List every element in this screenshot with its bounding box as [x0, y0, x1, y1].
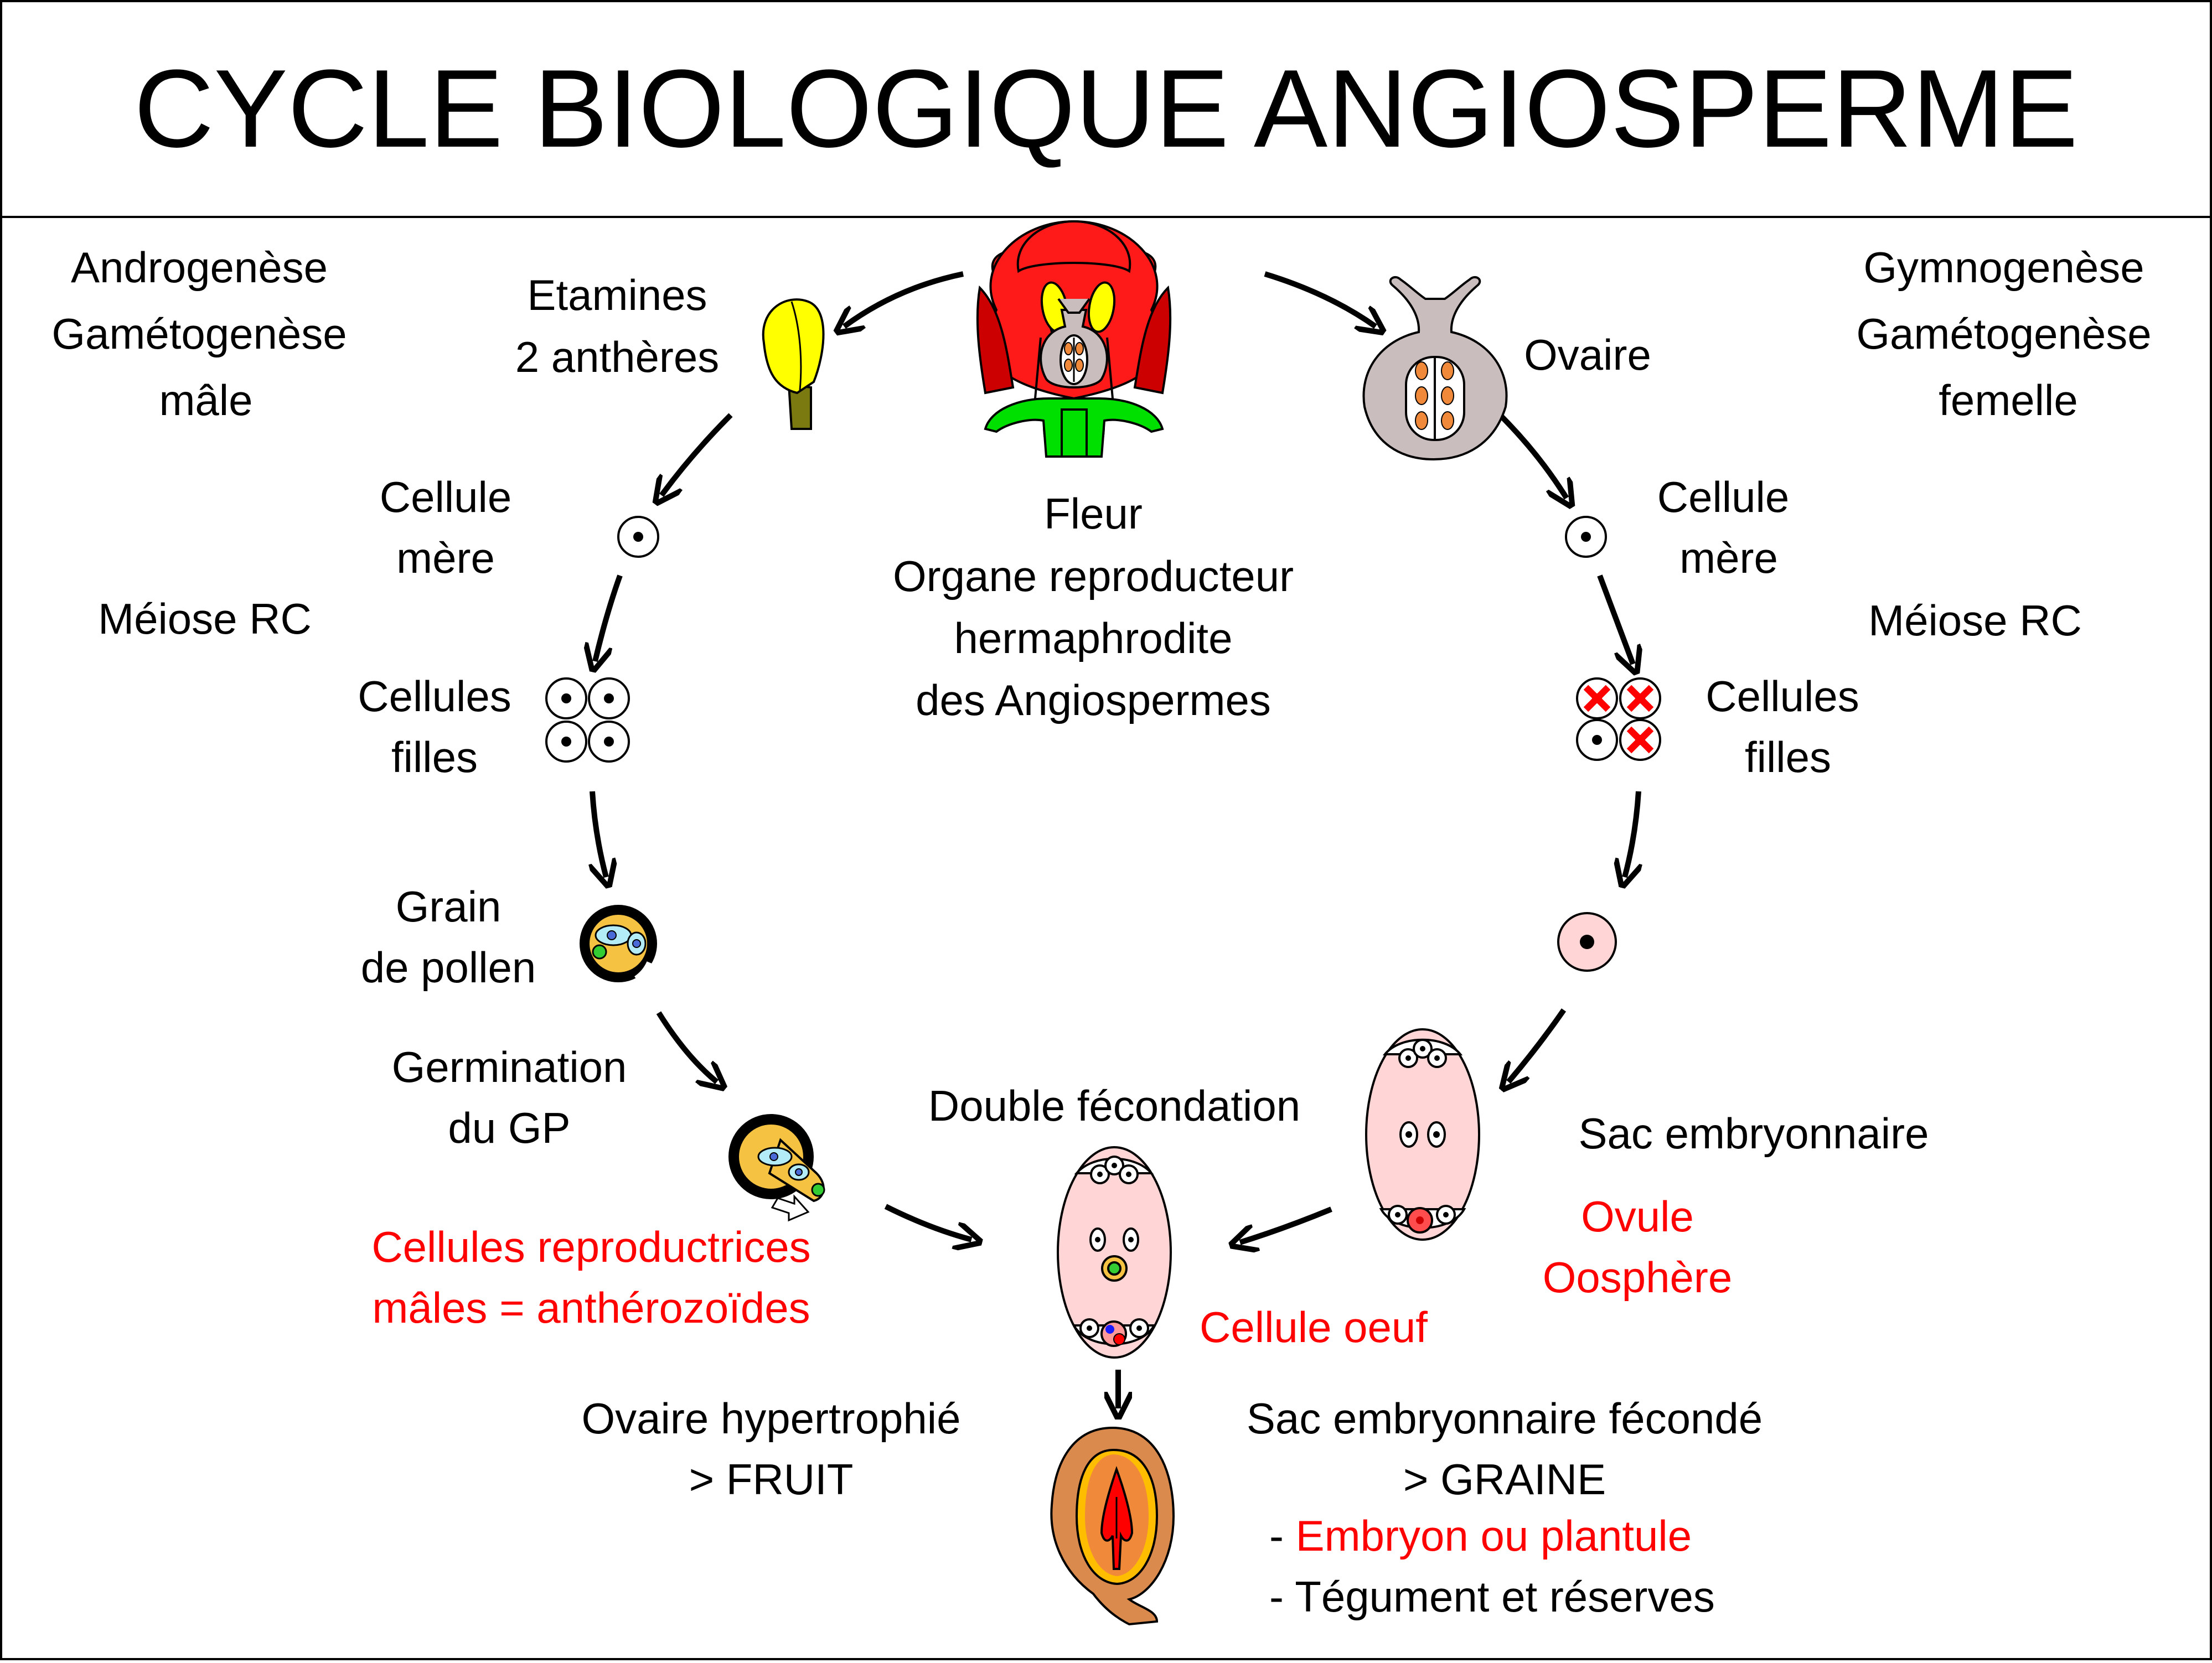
- tegument-label: - Tégument et réserves: [1269, 1572, 1715, 1621]
- stamen-illustration: [762, 298, 825, 430]
- arrow-flower-to-stamen: [844, 271, 964, 327]
- arrow-mother-to-daughters-male: [595, 574, 623, 661]
- arrow-germination-to-fecondation: [884, 1204, 971, 1240]
- grain-label-line-1: Grain: [396, 882, 502, 931]
- gametes-label-line-1: Cellules reproductrices: [371, 1222, 810, 1271]
- gametes-label-line-2: mâles = anthérozoïdes: [372, 1283, 810, 1332]
- arrow-pollen-to-germination: [656, 1011, 717, 1082]
- fruit-label-line-2: > FRUIT: [689, 1455, 854, 1504]
- arrow-flower-to-ovary: [1264, 271, 1376, 327]
- fertilized-sac: [1057, 1146, 1172, 1359]
- arrow-stamen-to-mother: [661, 413, 733, 495]
- female-meiose-label: Méiose RC: [1868, 596, 2082, 645]
- ovary-illustration: [1362, 276, 1508, 461]
- right-header: Gymnogenèse Gamétogenèse femelle: [1856, 243, 2151, 424]
- male-cellules-filles-line-2: filles: [391, 733, 478, 781]
- right-header-line-3: femelle: [1939, 376, 2077, 424]
- flower-illustration: [976, 220, 1172, 458]
- arrow-ovary-to-mother: [1498, 413, 1567, 498]
- graine-label-line-2: > GRAINE: [1403, 1455, 1606, 1504]
- pollen-grain: [576, 898, 657, 983]
- male-cellule-mere-line-1: Cellule: [380, 473, 511, 521]
- flower-label-line-3: hermaphrodite: [954, 614, 1233, 662]
- arrow-sac-to-fecondation: [1240, 1206, 1332, 1242]
- male-daughter-cells: [545, 677, 630, 763]
- female-cellules-filles-line-1: Cellules: [1705, 672, 1859, 721]
- cellule-oeuf-label: Cellule oeuf: [1200, 1303, 1428, 1351]
- female-cellule-mere-line-1: Cellule: [1657, 473, 1789, 521]
- left-header-line-3: mâle: [159, 376, 252, 424]
- male-cellules-filles-line-1: Cellules: [358, 672, 511, 721]
- arrow-cell-to-sac: [1508, 1008, 1567, 1082]
- sac-label: Sac embryonnaire: [1579, 1109, 1929, 1158]
- female-mother-cell: [1565, 516, 1607, 558]
- male-mother-cell: [617, 516, 659, 558]
- female-functional-cell: [1557, 912, 1617, 972]
- left-header: Androgenèse Gamétogenèse mâle: [51, 243, 347, 424]
- germination-label-line-2: du GP: [448, 1104, 570, 1152]
- flower-label-line-4: des Angiospermes: [916, 676, 1271, 724]
- seed-fruit-illustration: [1050, 1426, 1175, 1626]
- cycle-arrows: [592, 271, 1639, 1408]
- fruit-label-line-1: Ovaire hypertrophié: [581, 1394, 960, 1443]
- male-cellule-mere-line-2: mère: [396, 533, 495, 582]
- flower-label-line-2: Organe reproducteur: [893, 552, 1294, 600]
- embryo-sac: [1365, 1028, 1480, 1241]
- graine-label-line-1: Sac embryonnaire fécondé: [1247, 1394, 1763, 1443]
- etamines-label: Etamines: [527, 271, 707, 319]
- oosphere-label: Oosphère: [1543, 1253, 1733, 1302]
- left-header-line-1: Androgenèse: [71, 243, 328, 292]
- right-header-line-2: Gamétogenèse: [1856, 309, 2151, 358]
- female-cellule-mere-line-2: mère: [1679, 533, 1778, 582]
- embryon-line: - Embryon ou plantule: [1269, 1511, 1692, 1560]
- double-fecondation-label: Double fécondation: [928, 1081, 1300, 1130]
- right-header-line-1: Gymnogenèse: [1863, 243, 2144, 292]
- left-header-line-2: Gamétogenèse: [51, 309, 347, 358]
- germination-label-line-1: Germination: [392, 1043, 627, 1091]
- ovule-label: Ovule: [1581, 1192, 1694, 1241]
- arrow-daughters-to-cell: [1625, 791, 1639, 877]
- germinating-pollen: [728, 1108, 825, 1222]
- antheres-label: 2 anthères: [515, 333, 720, 381]
- page-title: CYCLE BIOLOGIQUE ANGIOSPERME: [134, 47, 2078, 170]
- female-cellules-filles-line-2: filles: [1745, 733, 1831, 781]
- grain-label-line-2: de pollen: [361, 943, 536, 992]
- ovaire-label: Ovaire: [1524, 330, 1651, 379]
- female-daughter-cells: [1576, 677, 1661, 761]
- arrow-mother-to-daughters-female: [1597, 574, 1633, 664]
- embryon-dash: -: [1269, 1511, 1296, 1560]
- arrow-daughters-to-pollen: [592, 791, 606, 877]
- embryon-label: Embryon ou plantule: [1296, 1511, 1692, 1560]
- flower-label: Fleur Organe reproducteur hermaphrodite …: [893, 489, 1294, 724]
- flower-label-line-1: Fleur: [1044, 489, 1143, 538]
- male-meiose-label: Méiose RC: [98, 594, 312, 643]
